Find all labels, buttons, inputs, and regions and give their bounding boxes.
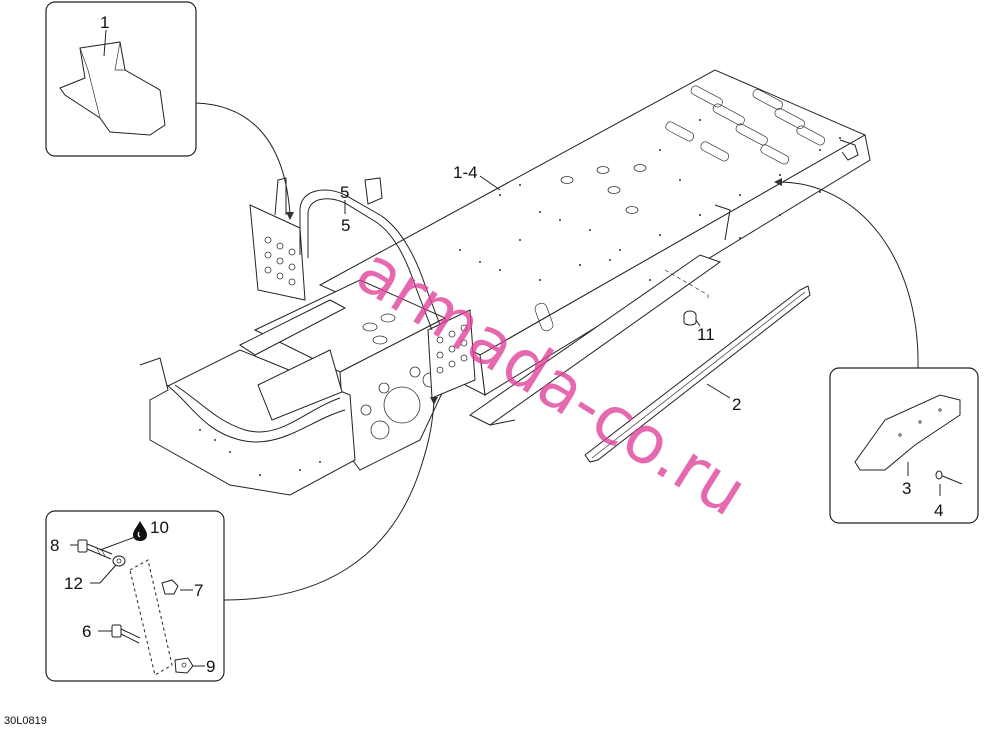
callout-5-lower: 5 [341,216,350,235]
callout-12: 12 [64,574,83,593]
callout-9: 9 [206,657,215,676]
callout-7: 7 [194,581,203,600]
callout-2: 2 [732,395,741,414]
connection-curves [195,102,919,601]
inset-item-1 [45,1,197,157]
callout-8: 8 [50,536,59,555]
inset-fasteners [45,510,225,682]
plug-part [683,310,697,326]
inset-items-3-4 [829,367,979,524]
callout-1-4: 1-4 [453,163,478,182]
callout-4: 4 [934,501,943,520]
drop-icon [133,521,147,541]
callout-11: 11 [697,325,715,344]
frame-tunnel-assembly [139,69,871,496]
callout-10: 10 [150,518,169,537]
drawing-reference: 30L0819 [4,715,47,727]
callout-5-upper: 5 [340,183,349,202]
callout-3: 3 [902,479,911,498]
callout-1: 1 [100,13,109,32]
running-board [584,285,811,463]
callout-6: 6 [82,622,91,641]
